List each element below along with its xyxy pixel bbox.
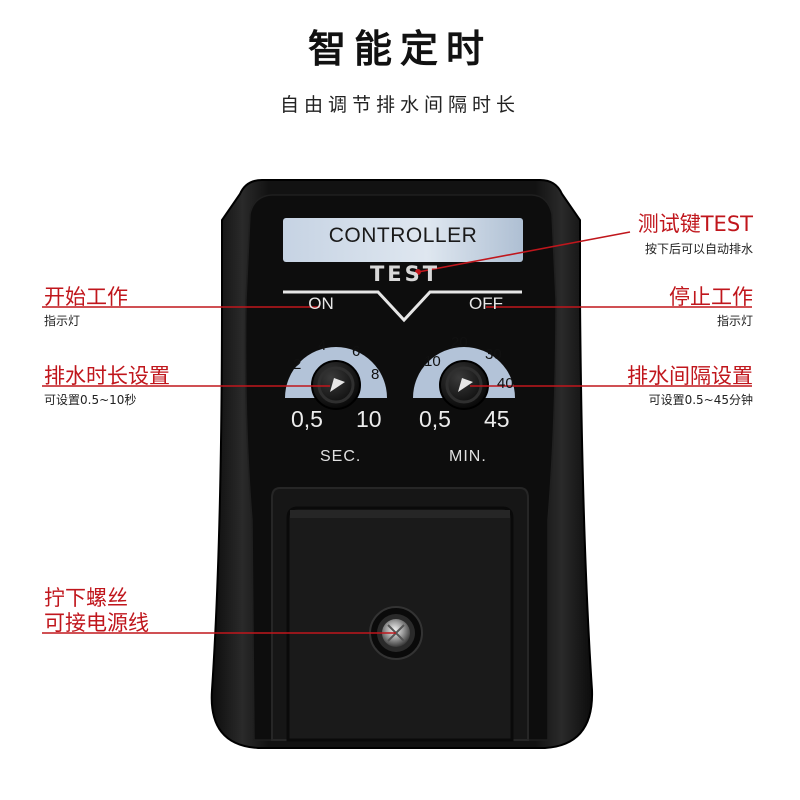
off-indicator-label: OFF [469, 294, 503, 313]
page-subtitle: 自由调节排水间隔时长 [279, 94, 520, 116]
on-indicator-label: ON [308, 294, 334, 313]
left-dial-min: 0,5 [291, 406, 323, 432]
callout-drain-time-title: 排水时长设置 [44, 364, 170, 388]
page-title: 智能定时 [307, 27, 492, 71]
callout-line-test [417, 231, 631, 273]
controller-label-plate [283, 218, 523, 262]
callout-on-desc: 指示灯 [44, 314, 81, 328]
right-knob-pointer [458, 378, 473, 392]
callout-power-line1: 拧下螺丝 [44, 586, 128, 610]
left-dial-max: 10 [356, 406, 382, 432]
test-button-label[interactable]: TEST [369, 262, 441, 286]
callout-test-title: 测试键TEST [637, 212, 753, 236]
right-dial-max: 45 [484, 406, 510, 432]
left-dial-unit: SEC. [320, 448, 362, 465]
callout-off-desc: 指示灯 [716, 314, 753, 328]
callout-lines [42, 231, 752, 634]
left-dial-number: 8 [371, 366, 380, 383]
left-knob-pointer [330, 378, 345, 392]
right-dial-unit: MIN. [449, 448, 487, 465]
indicator-divider [283, 290, 522, 323]
right-dial-min: 0,5 [419, 406, 451, 432]
callout-drain-interval-desc: 可设置0.5~45分钟 [648, 393, 753, 407]
right-dial-number: 20 [451, 334, 468, 351]
callout-drain-interval-title: 排水间隔设置 [627, 364, 753, 388]
right-dial-number: 10 [424, 353, 441, 370]
right-dial-number: 40 [497, 375, 514, 392]
callout-drain-time-desc: 可设置0.5~10秒 [44, 393, 137, 407]
left-dial-number: 6 [352, 343, 361, 360]
callout-on-title: 开始工作 [44, 285, 128, 309]
callout-off-title: 停止工作 [669, 285, 753, 309]
left-dial-number: 4 [318, 337, 327, 354]
callout-power-line2: 可接电源线 [44, 611, 149, 635]
callout-test-desc: 按下后可以自动排水 [644, 242, 753, 256]
right-dial-number: 30 [485, 346, 502, 363]
left-dial-number: 2 [293, 356, 302, 373]
controller-label: CONTROLLER [328, 224, 478, 247]
